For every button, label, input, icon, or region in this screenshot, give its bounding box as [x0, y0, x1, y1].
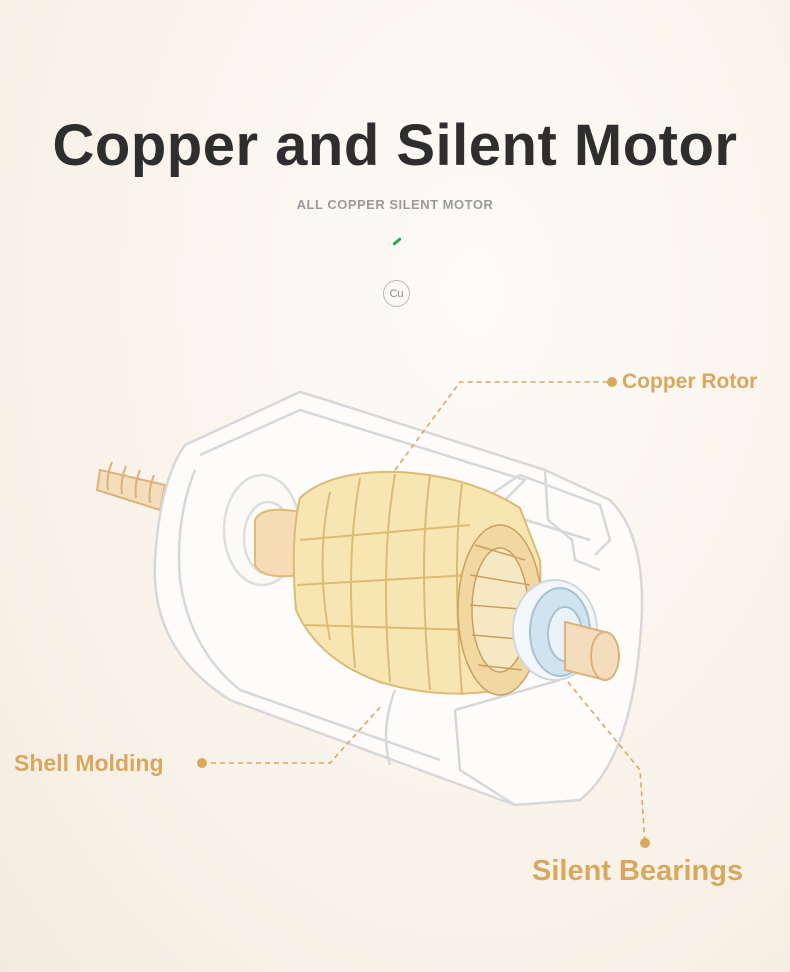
- copper-badge-icon: Cu: [383, 280, 410, 307]
- right-shaft: [564, 620, 620, 682]
- callout-lines: [202, 381, 646, 844]
- callout-dots: [197, 377, 650, 848]
- copper-rotor-label: Copper Rotor: [622, 370, 758, 393]
- rotor-leader-line: [394, 381, 612, 471]
- shell-molding-label: Shell Molding: [14, 750, 164, 776]
- shell-leader-line: [202, 704, 383, 764]
- left-shaft: [95, 461, 167, 512]
- silent-bearings-label: Silent Bearings: [532, 855, 744, 887]
- bearing-leader-line: [567, 681, 646, 844]
- page-subtitle: ALL COPPER SILENT MOTOR: [296, 197, 494, 212]
- page-title: Copper and Silent Motor: [52, 113, 738, 178]
